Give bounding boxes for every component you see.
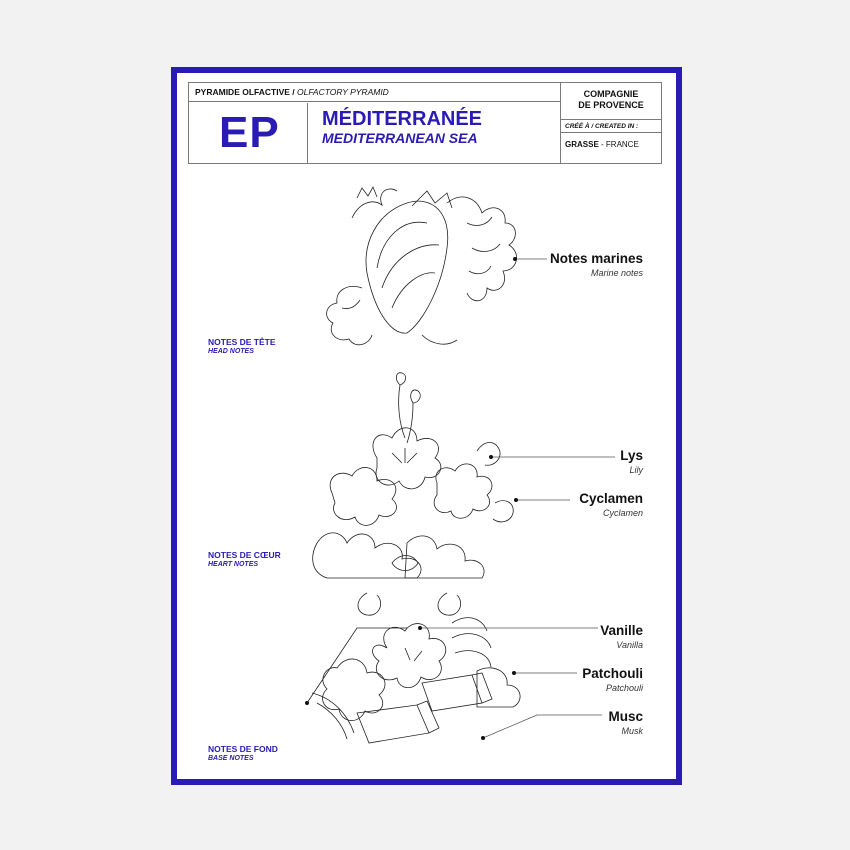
creation-place: GRASSE - FRANCE <box>565 140 639 149</box>
creation-country: FRANCE <box>605 140 639 149</box>
note-vanille: Vanille Vanilla <box>600 623 643 651</box>
pyramid-illustrations <box>305 186 615 744</box>
lily-cyclamen-illustration <box>312 372 514 616</box>
created-in-label: CRÉÉ À / CREATED IN : <box>561 119 661 133</box>
fragrance-name-en: MEDITERRANEAN SEA <box>322 130 478 146</box>
note-patchouli-fr: Patchouli <box>582 666 643 681</box>
seashell-coral-illustration <box>326 186 517 346</box>
leader-lines <box>420 258 615 739</box>
note-cyclamen-en: Cyclamen <box>602 508 643 518</box>
header-title-block: PYRAMIDE OLFACTIVE / OLFACTORY PYRAMID E… <box>189 83 561 163</box>
note-lys-en: Lily <box>629 465 643 475</box>
note-lys: Lys Lily <box>620 448 643 476</box>
tier-heart-en: HEART NOTES <box>208 561 259 568</box>
note-patchouli-en: Patchouli <box>605 683 643 693</box>
pyramid-title-fr: PYRAMIDE OLFACTIVE / <box>195 87 295 97</box>
vanilla-patchouli-musk-illustration <box>306 617 521 744</box>
tier-head-fr: NOTES DE TÊTE <box>208 337 276 347</box>
company-name-line1: COMPAGNIE <box>583 89 639 99</box>
tier-heart-fr: NOTES DE CŒUR <box>208 550 281 560</box>
note-marine-en: Marine notes <box>590 268 643 278</box>
tier-heart-label: NOTES DE CŒUR HEART NOTES <box>208 550 281 569</box>
note-musc-fr: Musc <box>608 709 643 724</box>
note-lys-fr: Lys <box>620 448 643 463</box>
tier-base-fr: NOTES DE FOND <box>208 744 278 754</box>
note-musc: Musc Musk <box>608 709 643 737</box>
note-marine-fr: Notes marines <box>549 251 643 266</box>
tier-head-en: HEAD NOTES <box>208 348 254 355</box>
note-cyclamen: Cyclamen Cyclamen <box>579 491 643 519</box>
note-cyclamen-fr: Cyclamen <box>579 491 643 506</box>
pyramid-title-en: OLFACTORY PYRAMID <box>297 87 389 97</box>
leader-dots <box>305 257 518 740</box>
company-name: COMPAGNIE DE PROVENCE <box>561 89 661 111</box>
note-vanille-en: Vanilla <box>616 640 643 650</box>
creation-place-separator: - <box>598 140 606 149</box>
tier-base-label: NOTES DE FOND BASE NOTES <box>208 744 278 763</box>
fragrance-name-fr: MÉDITERRANÉE <box>322 108 483 130</box>
product-code-box: EP <box>189 103 308 163</box>
poster-header: PYRAMIDE OLFACTIVE / OLFACTORY PYRAMID E… <box>188 82 662 164</box>
olfactory-pyramid-poster: PYRAMIDE OLFACTIVE / OLFACTORY PYRAMID E… <box>171 67 682 785</box>
note-musc-en: Musk <box>621 726 643 736</box>
pyramid-title: PYRAMIDE OLFACTIVE / OLFACTORY PYRAMID <box>189 83 560 102</box>
note-patchouli: Patchouli Patchouli <box>582 666 643 694</box>
tier-head-label: NOTES DE TÊTE HEAD NOTES <box>208 337 276 356</box>
product-code: EP <box>219 108 280 157</box>
tier-base-en: BASE NOTES <box>208 755 254 762</box>
note-marine: Notes marines Marine notes <box>550 251 643 279</box>
company-name-line2: DE PROVENCE <box>578 100 644 110</box>
header-brand-block: COMPAGNIE DE PROVENCE CRÉÉ À / CREATED I… <box>561 83 661 163</box>
creation-city: GRASSE <box>565 140 599 149</box>
note-vanille-fr: Vanille <box>600 623 643 638</box>
